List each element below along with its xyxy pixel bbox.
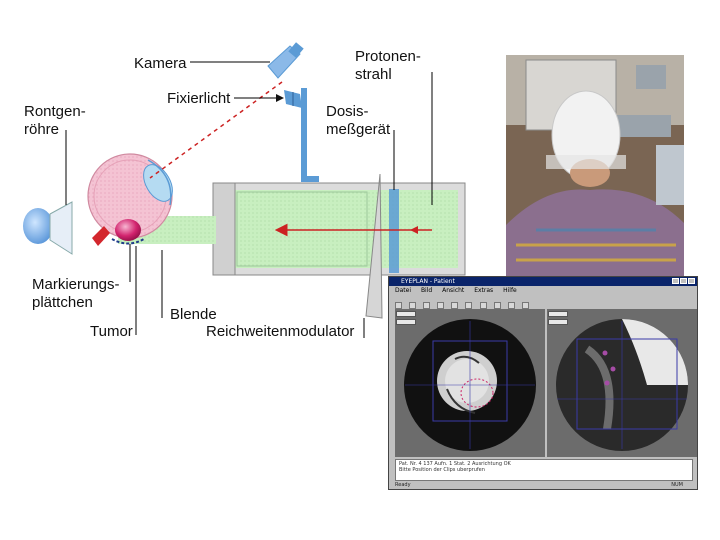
window-toolbar bbox=[389, 295, 697, 309]
range-modulator bbox=[365, 173, 383, 319]
label-fixierlicht: Fixierlicht bbox=[167, 90, 231, 107]
toolbar-button[interactable] bbox=[465, 302, 473, 309]
menu-item[interactable]: Hilfe bbox=[503, 287, 517, 294]
window-menubar: Datei Bild Ansicht Extras Hilfe bbox=[389, 286, 697, 295]
message-line: Bitte Position der Clips uberprufen bbox=[399, 467, 485, 473]
toolbar-button[interactable] bbox=[451, 302, 459, 309]
label-roentgen-2: röhre bbox=[24, 121, 60, 138]
label-roentgen-1: Rontgen- bbox=[24, 103, 86, 120]
software-window: EYEPLAN - Patient Datei Bild Ansicht Ext… bbox=[388, 276, 698, 490]
label-markierung-1: Markierungs- bbox=[32, 276, 120, 293]
message-line: Pat. Nr. 4 137 Aufn. 1 Stat. 2 Ausrichtu… bbox=[399, 461, 511, 467]
xray-view-left[interactable] bbox=[395, 309, 545, 457]
toolbar-button[interactable] bbox=[409, 302, 417, 309]
maximize-icon[interactable] bbox=[680, 278, 687, 284]
panel-button[interactable] bbox=[548, 311, 568, 317]
window-statusbar: Ready NUM bbox=[395, 482, 693, 489]
toolbar-button[interactable] bbox=[479, 302, 487, 309]
menu-item[interactable]: Ansicht bbox=[442, 287, 465, 294]
close-icon[interactable] bbox=[688, 278, 695, 284]
dose-meter bbox=[389, 189, 399, 273]
menu-item[interactable]: Extras bbox=[474, 287, 494, 294]
menu-item[interactable]: Bild bbox=[420, 287, 433, 294]
toolbar-button[interactable] bbox=[437, 302, 445, 309]
menu-item[interactable]: Datei bbox=[395, 287, 412, 294]
label-blende: Blende bbox=[170, 306, 217, 323]
beam-nozzle bbox=[212, 182, 466, 276]
xray-view-right[interactable] bbox=[547, 309, 697, 457]
toolbar-button[interactable] bbox=[507, 302, 515, 309]
minimize-icon[interactable] bbox=[672, 278, 679, 284]
window-title: EYEPLAN - Patient bbox=[401, 278, 455, 285]
eye bbox=[87, 153, 173, 246]
panel-button[interactable] bbox=[396, 311, 416, 317]
toolbar-button[interactable] bbox=[521, 302, 529, 309]
message-area: Pat. Nr. 4 137 Aufn. 1 Stat. 2 Ausrichtu… bbox=[395, 459, 693, 481]
label-protonenstrahl-1: Protonen- bbox=[355, 48, 421, 65]
window-titlebar: EYEPLAN - Patient bbox=[389, 277, 697, 286]
toolbar-button[interactable] bbox=[493, 302, 501, 309]
label-markierung-2: plättchen bbox=[32, 294, 93, 311]
camera bbox=[267, 42, 304, 79]
status-right: NUM bbox=[671, 482, 683, 488]
label-protonenstrahl-2: strahl bbox=[355, 66, 392, 83]
xray-tube bbox=[23, 201, 73, 255]
panel-button[interactable] bbox=[396, 319, 416, 325]
toolbar-button[interactable] bbox=[423, 302, 431, 309]
label-dosis-2: meßgerät bbox=[326, 121, 391, 138]
label-tumor: Tumor bbox=[90, 323, 133, 340]
toolbar-button[interactable] bbox=[395, 302, 402, 309]
status-left: Ready bbox=[395, 482, 411, 488]
panel-button[interactable] bbox=[548, 319, 568, 325]
patient-photo bbox=[506, 55, 684, 281]
fixation-light-post bbox=[284, 88, 319, 182]
label-dosis-1: Dosis- bbox=[326, 103, 369, 120]
label-reichweitenmodulator: Reichweitenmodulator bbox=[206, 323, 355, 340]
label-kamera: Kamera bbox=[134, 55, 187, 72]
